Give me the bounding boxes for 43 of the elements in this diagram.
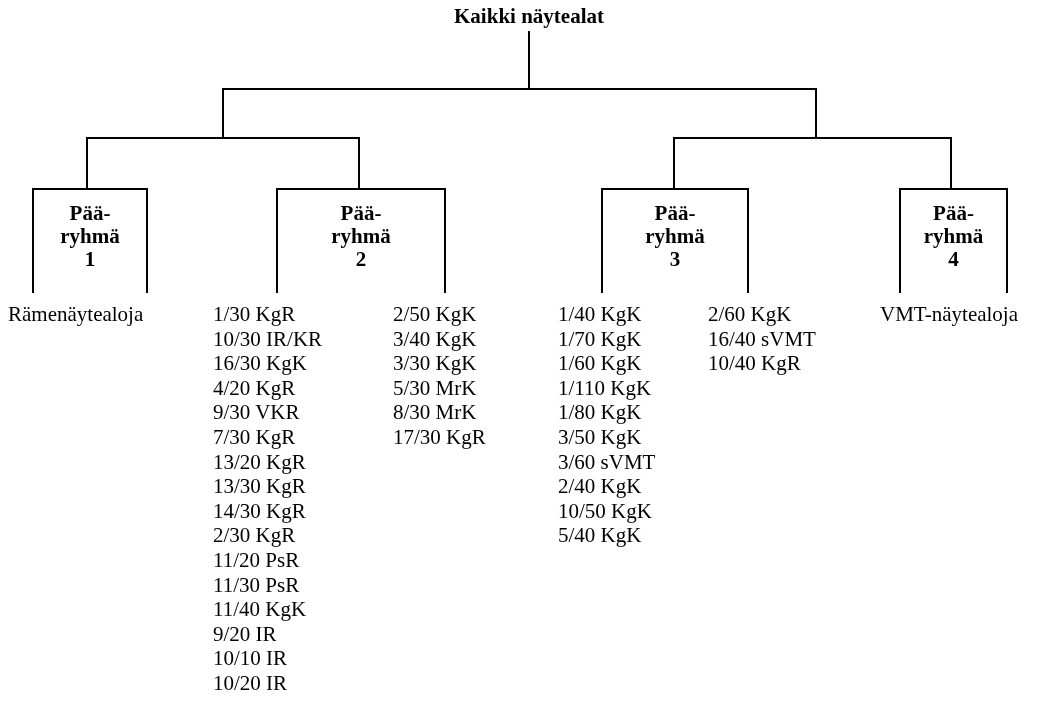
sample-area-label: 11/30 PsR bbox=[213, 572, 300, 598]
sample-area-label: 10/10 IR bbox=[213, 646, 288, 671]
sample-area-label: 13/20 KgR bbox=[213, 449, 306, 475]
sample-area-label: 2/50 KgK bbox=[393, 302, 477, 327]
sample-area-label: 3/50 KgK bbox=[558, 425, 642, 450]
sample-area-label: 14/30 KgR bbox=[213, 498, 306, 524]
sample-area-label: 1/30 KgR bbox=[213, 302, 296, 327]
sample-area-label: 3/30 KgK bbox=[393, 351, 477, 376]
sample-area-label: 3/40 KgK bbox=[393, 326, 477, 352]
sample-area-label: 10/20 IR bbox=[213, 671, 288, 696]
sample-area-label: 11/40 KgK bbox=[213, 597, 307, 622]
sample-area-label: 7/30 KgR bbox=[213, 425, 296, 450]
sample-area-label: Rämenäytealoja bbox=[8, 302, 144, 327]
sample-area-label: 5/30 MrK bbox=[393, 375, 477, 401]
sample-area-label: 1/80 KgK bbox=[558, 400, 642, 425]
sample-area-label: 1/40 KgK bbox=[558, 302, 642, 327]
sample-area-label: 17/30 KgR bbox=[393, 425, 486, 450]
sample-area-label: 1/110 KgK bbox=[558, 375, 652, 401]
sample-area-label: 2/30 KgR bbox=[213, 523, 296, 548]
group-bracket: Pää- ryhmä 3 bbox=[601, 188, 749, 293]
sample-area-label: 16/30 KgK bbox=[213, 351, 307, 376]
sample-area-label: 10/50 KgK bbox=[558, 498, 652, 524]
sample-area-label: 11/20 PsR bbox=[213, 548, 300, 573]
group-bracket: Pää- ryhmä 4 bbox=[899, 188, 1008, 293]
sample-area-label: 10/30 IR/KR bbox=[213, 326, 323, 352]
group-bracket: Pää- ryhmä 2 bbox=[276, 188, 446, 293]
sample-area-label: 9/20 IR bbox=[213, 621, 277, 647]
tree-connector bbox=[528, 30, 952, 189]
sample-area-label: 10/40 KgR bbox=[708, 351, 801, 376]
sample-area-label: VMT-näytealoja bbox=[880, 302, 1019, 327]
sample-area-label: 2/40 KgK bbox=[558, 474, 642, 499]
sample-area-label: 1/60 KgK bbox=[558, 351, 642, 376]
group-bracket: Pää- ryhmä 1 bbox=[32, 188, 148, 293]
sample-area-label: 3/60 sVMT bbox=[558, 449, 656, 475]
sample-area-label: 13/30 KgR bbox=[213, 474, 306, 499]
root-label: Kaikki näytealat bbox=[454, 4, 604, 29]
sample-area-label: 8/30 MrK bbox=[393, 400, 477, 425]
sample-area-label: 9/30 VKR bbox=[213, 400, 300, 425]
sample-area-label: 4/20 KgR bbox=[213, 375, 296, 401]
sample-area-label: 2/60 KgK bbox=[708, 302, 792, 327]
sample-area-label: 1/70 KgK bbox=[558, 326, 642, 352]
sample-area-label: 16/40 sVMT bbox=[708, 326, 816, 352]
sample-area-label: 5/40 KgK bbox=[558, 523, 642, 548]
